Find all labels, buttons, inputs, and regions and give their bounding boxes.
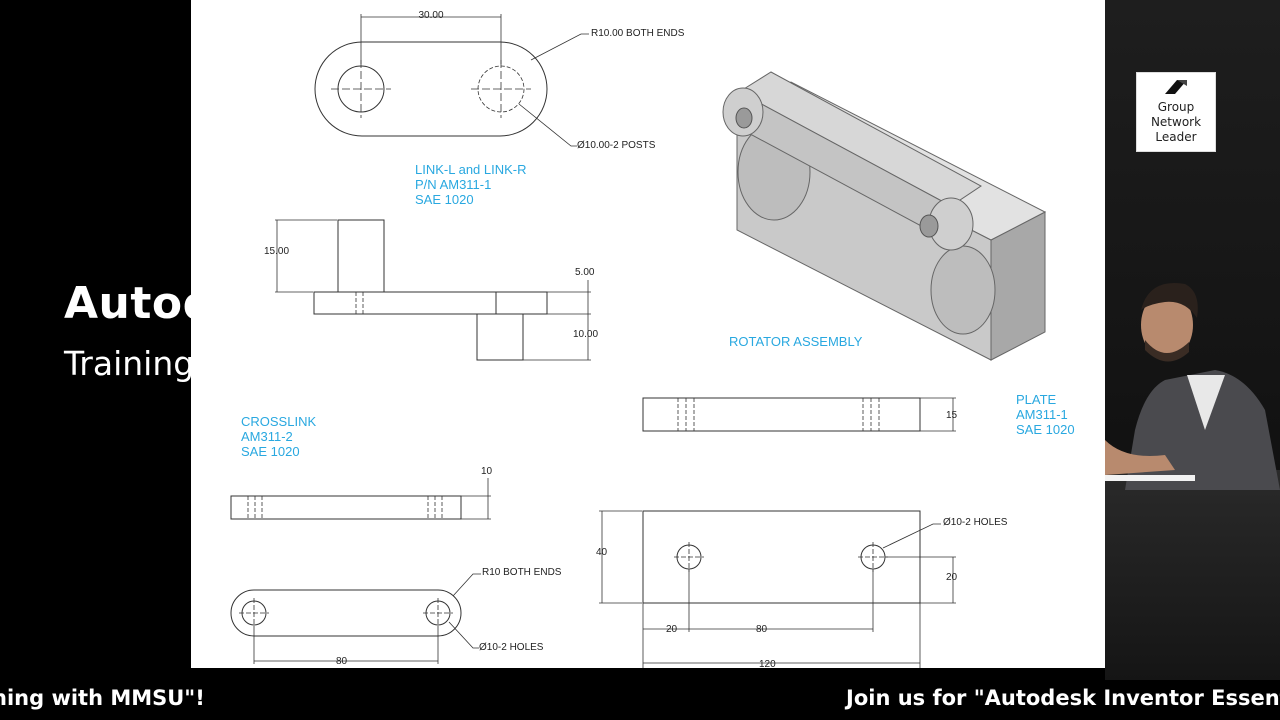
presenter — [1105, 270, 1280, 490]
svg-text:AM311-1: AM311-1 — [1016, 407, 1068, 422]
link-dim-height: 15.00 — [264, 246, 289, 257]
badge-line-3: Leader — [1155, 130, 1197, 144]
svg-text:LINK-L and LINK-R: LINK-L and LINK-R — [415, 162, 527, 177]
link-dim-top: 30.00 — [418, 10, 443, 21]
link-top-view: 30.00 R10.00 BOTH ENDS Ø10.00-2 POSTS — [314, 10, 685, 151]
plate-dim-hole-x: 20 — [666, 624, 678, 635]
crosslink-top-view: R10 BOTH ENDS Ø10-2 HOLES 80 — [230, 567, 562, 667]
plate-label: PLATE AM311-1 SAE 1020 — [1016, 392, 1075, 437]
presenter-desk — [1105, 470, 1280, 680]
badge-line-1: Group — [1157, 100, 1195, 114]
link-posts-note: Ø10.00-2 POSTS — [577, 140, 656, 151]
link-dim-thickness: 5.00 — [575, 267, 595, 278]
svg-text:CROSSLINK: CROSSLINK — [241, 414, 316, 429]
svg-text:SAE 1020: SAE 1020 — [241, 444, 300, 459]
plate-dim-spacing: 80 — [756, 624, 768, 635]
link-front-view: 15.00 5.00 10.00 — [264, 219, 598, 361]
svg-text:SAE 1020: SAE 1020 — [415, 192, 474, 207]
rotator-assembly-iso — [722, 71, 1047, 361]
link-dim-post: 10.00 — [573, 329, 598, 340]
group-network-leader-badge: Group Network Leader — [1136, 72, 1216, 152]
svg-text:SAE 1020: SAE 1020 — [1016, 422, 1075, 437]
ticker-left-text: ning with MMSU"! — [0, 686, 205, 710]
engineering-drawing: 30.00 R10.00 BOTH ENDS Ø10.00-2 POSTS LI… — [230, 10, 1075, 668]
crosslink-dim-spacing: 80 — [336, 656, 348, 667]
plate-top-view: Ø10-2 HOLES 40 20 20 80 120 — [596, 510, 1008, 668]
plate-dim-thickness: 15 — [946, 410, 958, 421]
autodesk-logo-icon — [1165, 80, 1187, 94]
link-label: LINK-L and LINK-R P/N AM311-1 SAE 1020 — [415, 162, 527, 207]
drawing-slide: 30.00 R10.00 BOTH ENDS Ø10.00-2 POSTS LI… — [191, 0, 1105, 668]
crosslink-side-view: 10 — [230, 466, 493, 520]
plate-dim-height: 40 — [596, 547, 608, 558]
crosslink-holes-note: Ø10-2 HOLES — [479, 642, 544, 653]
crosslink-label: CROSSLINK AM311-2 SAE 1020 — [241, 414, 316, 459]
plate-dim-width: 120 — [759, 659, 776, 668]
crosslink-radius-note: R10 BOTH ENDS — [482, 567, 562, 578]
svg-text:AM311-2: AM311-2 — [241, 429, 293, 444]
crosslink-dim-thickness: 10 — [481, 466, 493, 477]
link-radius-note: R10.00 BOTH ENDS — [591, 28, 685, 39]
plate-side-view: 15 — [642, 397, 958, 432]
plate-holes-note: Ø10-2 HOLES — [943, 517, 1008, 528]
svg-text:P/N AM311-1: P/N AM311-1 — [415, 177, 491, 192]
svg-text:PLATE: PLATE — [1016, 392, 1057, 407]
left-subtitle: Training — [64, 344, 195, 383]
badge-line-2: Network — [1150, 115, 1202, 129]
ticker-right-text: Join us for "Autodesk Inventor Essential… — [846, 686, 1280, 710]
plate-dim-hole-y: 20 — [946, 572, 958, 583]
assembly-label: ROTATOR ASSEMBLY — [729, 334, 863, 349]
presenter-figure — [1105, 283, 1280, 490]
bottom-ticker: ning with MMSU"! Join us for "Autodesk I… — [0, 680, 1280, 720]
